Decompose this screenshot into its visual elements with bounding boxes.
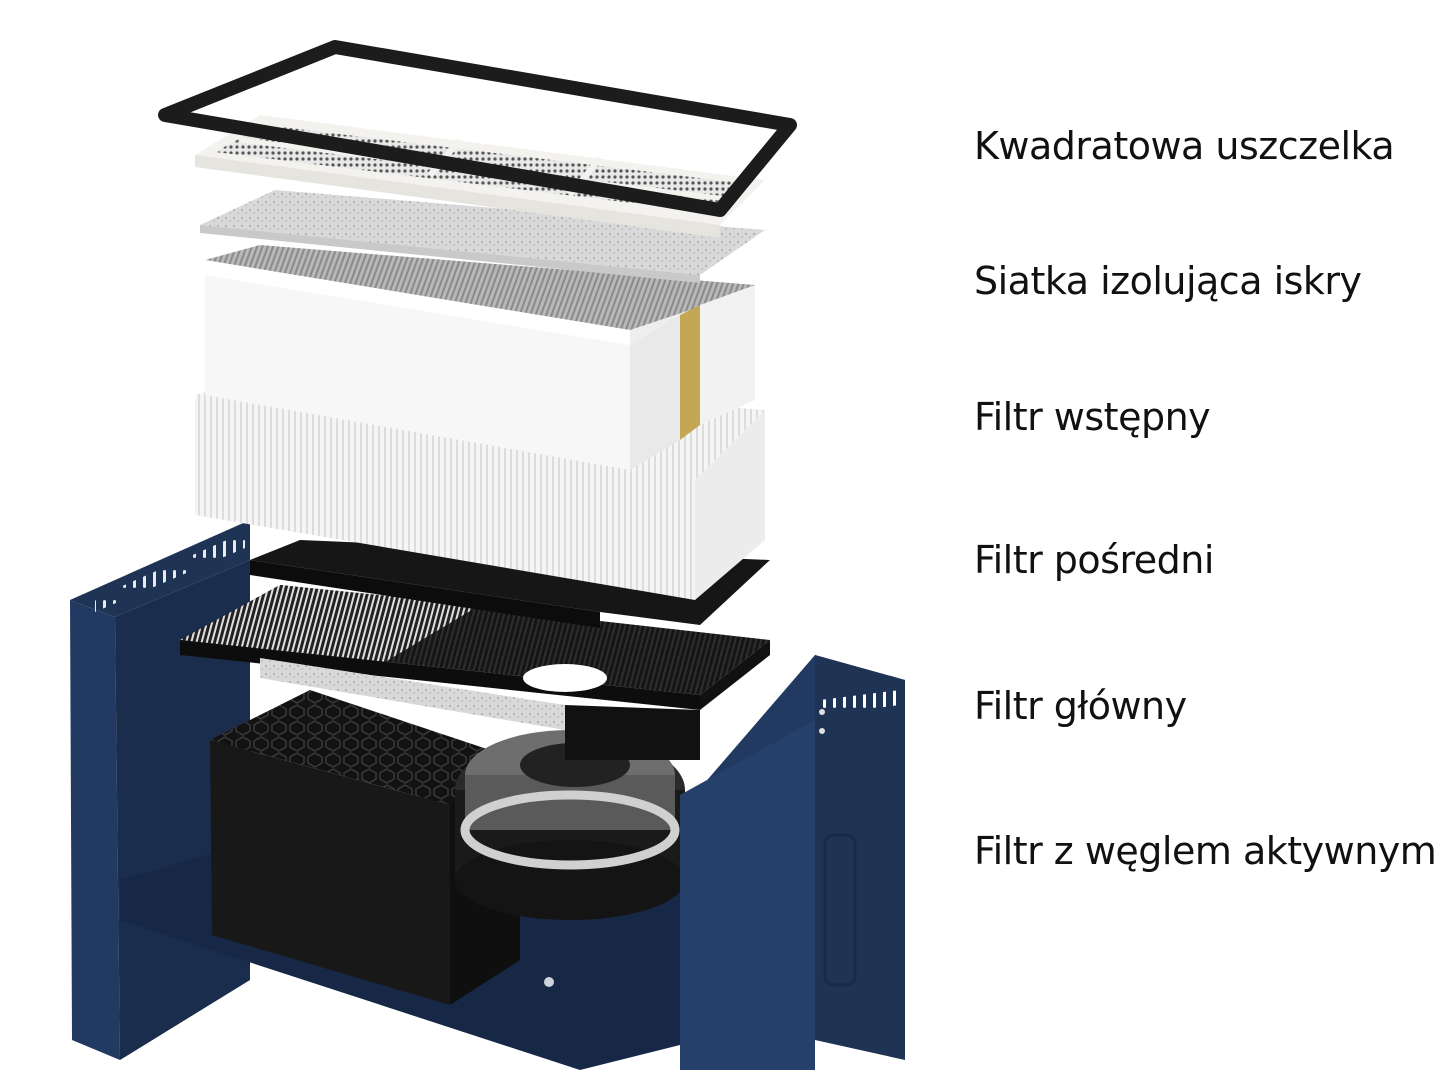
main-filter-panel (180, 585, 770, 760)
component-labels: Kwadratowa uszczelka Siatka izolująca is… (974, 0, 1454, 1080)
label-square-gasket: Kwadratowa uszczelka (974, 124, 1395, 168)
label-spark-mesh: Siatka izolująca iskry (974, 259, 1362, 303)
spark-mesh-sheet (200, 190, 765, 283)
housing-front-right (680, 655, 905, 1070)
label-intermediate-filter: Filtr pośredni (974, 538, 1214, 582)
label-activated-carbon-filter: Filtr z węglem aktywnym (974, 829, 1437, 873)
label-pre-filter: Filtr wstępny (974, 395, 1211, 439)
label-main-filter: Filtr główny (974, 684, 1187, 728)
fan-motor (455, 730, 685, 920)
framed-filter (205, 245, 755, 470)
exploded-filter-illustration (70, 40, 905, 1070)
square-gasket (158, 40, 797, 217)
